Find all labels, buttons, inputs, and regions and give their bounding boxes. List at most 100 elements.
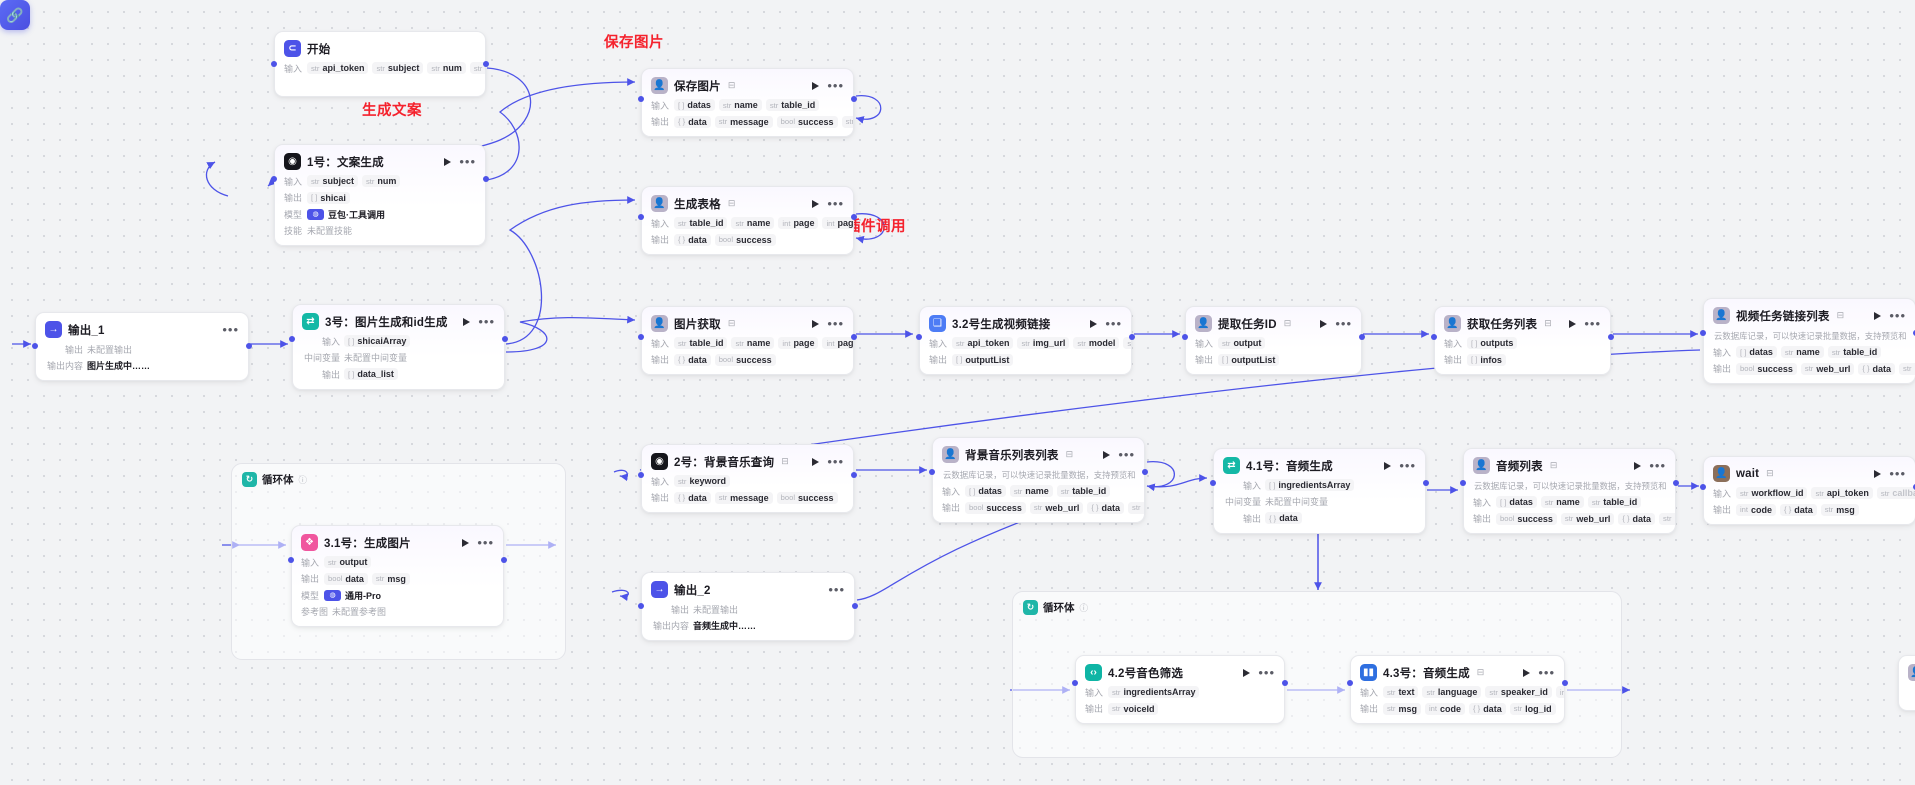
node-input-port[interactable] [1072, 680, 1078, 687]
node-output-port[interactable] [246, 342, 252, 349]
node-menu-icon[interactable]: ••• [1399, 457, 1416, 473]
node-menu-icon[interactable]: ••• [1105, 315, 1122, 331]
node-output-port[interactable] [1129, 333, 1135, 340]
node-header[interactable]: ▮▮4.3号：音频生成⊟••• [1360, 663, 1555, 682]
node-output-port[interactable] [1913, 483, 1915, 490]
run-node-icon[interactable] [1874, 469, 1882, 478]
node-input-port[interactable] [1460, 479, 1466, 486]
run-node-icon[interactable] [1569, 319, 1577, 328]
node-output-port[interactable] [1423, 479, 1429, 486]
node-output-port[interactable] [1562, 680, 1568, 687]
run-node-icon[interactable] [1103, 450, 1111, 459]
node-menu-icon[interactable]: ••• [478, 313, 495, 329]
node-header[interactable]: ⇄4.1号：音频生成••• [1223, 456, 1416, 475]
node-menu-icon[interactable]: ••• [1889, 307, 1906, 323]
node-output-port[interactable] [483, 60, 489, 67]
run-node-icon[interactable] [1243, 668, 1251, 677]
node-input-port[interactable] [929, 468, 935, 475]
node-output-port[interactable] [851, 95, 857, 102]
run-node-icon[interactable] [1634, 461, 1642, 470]
node-output-port[interactable] [502, 335, 508, 342]
run-node-icon[interactable] [1090, 319, 1098, 328]
node-menu-icon[interactable]: ••• [1649, 457, 1666, 473]
run-node-icon[interactable] [1523, 668, 1531, 677]
node-output-port[interactable] [1359, 333, 1365, 340]
node-menu-icon[interactable]: ••• [1335, 315, 1352, 331]
workflow-node[interactable]: 👤视频任务链接列表⊟•••云数据库记录，可以快速记录批量数据，支持预览和修改。输… [1703, 298, 1915, 384]
node-input-port[interactable] [1700, 483, 1706, 490]
run-node-icon[interactable] [1874, 311, 1882, 320]
node-menu-icon[interactable]: ••• [477, 534, 494, 550]
node-output-port[interactable] [851, 333, 857, 340]
node-header[interactable]: →输出_2••• [651, 580, 845, 599]
node-menu-icon[interactable]: ••• [827, 315, 844, 331]
node-menu-icon[interactable]: ••• [1538, 664, 1555, 680]
run-node-icon[interactable] [444, 157, 452, 166]
node-menu-icon[interactable]: ••• [1258, 664, 1275, 680]
node-header[interactable]: ❑3.2号生成视频链接••• [929, 314, 1122, 333]
run-node-icon[interactable] [1320, 319, 1328, 328]
workflow-node[interactable]: →输出_2•••输出未配置输出输出内容音频生成中…… [641, 572, 855, 641]
node-menu-icon[interactable]: ••• [1889, 465, 1906, 481]
node-input-port[interactable] [1347, 680, 1353, 687]
node-input-port[interactable] [638, 213, 644, 220]
workflow-node[interactable]: ⊂开始输入strapi_tokenstrsubjectstrnumstrcoze… [274, 31, 486, 97]
workflow-node[interactable]: 👤 [1898, 655, 1915, 711]
node-input-port[interactable] [638, 95, 644, 102]
node-menu-icon[interactable]: ••• [222, 321, 239, 337]
run-node-icon[interactable] [463, 317, 471, 326]
node-header[interactable]: 👤背景音乐列表列表⊟••• [942, 445, 1135, 464]
node-input-port[interactable] [289, 335, 295, 342]
node-input-port[interactable] [1700, 329, 1706, 336]
run-node-icon[interactable] [812, 81, 820, 90]
node-input-port[interactable] [271, 175, 277, 182]
node-header[interactable]: ◉1号：文案生成••• [284, 152, 476, 171]
workflow-node[interactable]: 👤背景音乐列表列表⊟•••云数据库记录，可以快速记录批量数据，支持预览和修改。输… [932, 437, 1145, 523]
workflow-node[interactable]: →输出_1•••输出未配置输出输出内容图片生成中…… [35, 312, 249, 381]
node-header[interactable]: 👤音频列表⊟••• [1473, 456, 1666, 475]
node-input-port[interactable] [638, 333, 644, 340]
node-output-port[interactable] [1608, 333, 1614, 340]
run-node-icon[interactable] [812, 199, 820, 208]
node-menu-icon[interactable]: ••• [827, 195, 844, 211]
node-output-port[interactable] [1913, 329, 1915, 336]
node-header[interactable]: 👤图片获取⊟••• [651, 314, 844, 333]
node-input-port[interactable] [916, 333, 922, 340]
node-output-port[interactable] [851, 471, 857, 478]
node-header[interactable]: 👤视频任务链接列表⊟••• [1713, 306, 1906, 325]
node-input-port[interactable] [638, 602, 644, 609]
node-menu-icon[interactable]: ••• [1584, 315, 1601, 331]
node-menu-icon[interactable]: ••• [827, 453, 844, 469]
workflow-node[interactable]: 👤音频列表⊟•••云数据库记录，可以快速记录批量数据，支持预览和修改。输入[ ]… [1463, 448, 1676, 534]
node-header[interactable]: 👤提取任务ID⊟••• [1195, 314, 1352, 333]
node-output-port[interactable] [852, 602, 858, 609]
node-output-port[interactable] [851, 213, 857, 220]
node-header[interactable]: ⇄3号：图片生成和id生成••• [302, 312, 495, 331]
link-icon[interactable]: 🔗 [0, 0, 30, 30]
node-output-port[interactable] [483, 175, 489, 182]
run-node-icon[interactable] [812, 319, 820, 328]
info-icon[interactable]: ⓘ [1079, 602, 1089, 613]
run-node-icon[interactable] [812, 457, 820, 466]
run-node-icon[interactable] [1384, 461, 1392, 470]
node-input-port[interactable] [1210, 479, 1216, 486]
info-icon[interactable]: ⓘ [298, 474, 308, 485]
node-header[interactable]: →输出_1••• [45, 320, 239, 339]
node-input-port[interactable] [638, 471, 644, 478]
node-menu-icon[interactable]: ••• [459, 153, 476, 169]
node-header[interactable]: ⊂开始 [284, 39, 476, 58]
run-node-icon[interactable] [462, 538, 470, 547]
node-output-port[interactable] [1282, 680, 1288, 687]
node-header[interactable]: ◉2号：背景音乐查询⊟••• [651, 452, 844, 471]
node-header[interactable]: ❖3.1号：生成图片••• [301, 533, 494, 552]
